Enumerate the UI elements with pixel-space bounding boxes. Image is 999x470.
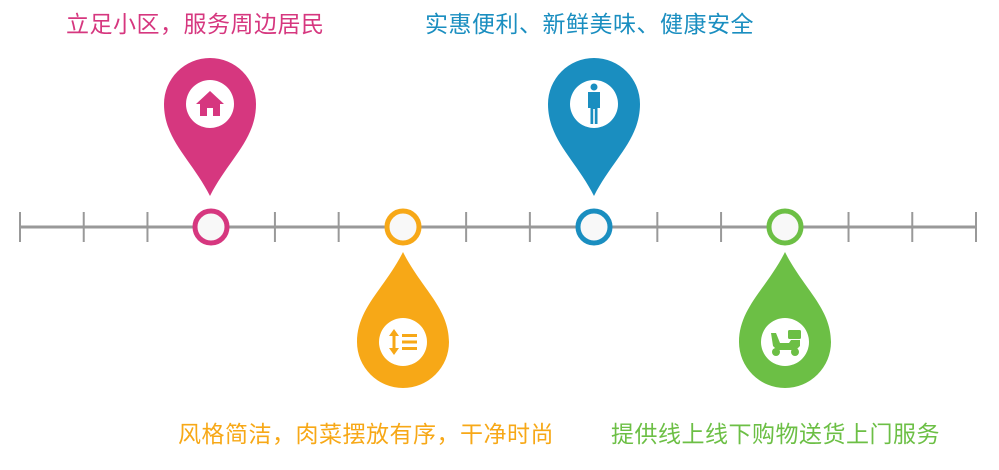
pin-community [164,58,256,196]
pin-inner-circle [761,318,809,366]
pin-style [357,252,449,388]
timeline-node-affordable [575,208,613,246]
house-icon [196,91,224,116]
timeline-node-community [192,208,230,246]
sort-list-icon [389,329,417,355]
caption-style: 风格简洁，肉菜摆放有序，干净时尚 [178,422,554,448]
caption-community: 立足小区，服务周边居民 [66,12,325,38]
scooter-icon [771,330,801,356]
timeline-node-delivery [766,208,804,246]
caption-affordable: 实惠便利、新鲜美味、健康安全 [425,12,754,38]
timeline-node-style [384,208,422,246]
pin-affordable [548,58,640,196]
pin-delivery [739,252,831,388]
person-icon [588,83,600,124]
caption-delivery: 提供线上线下购物送货上门服务 [611,422,940,448]
